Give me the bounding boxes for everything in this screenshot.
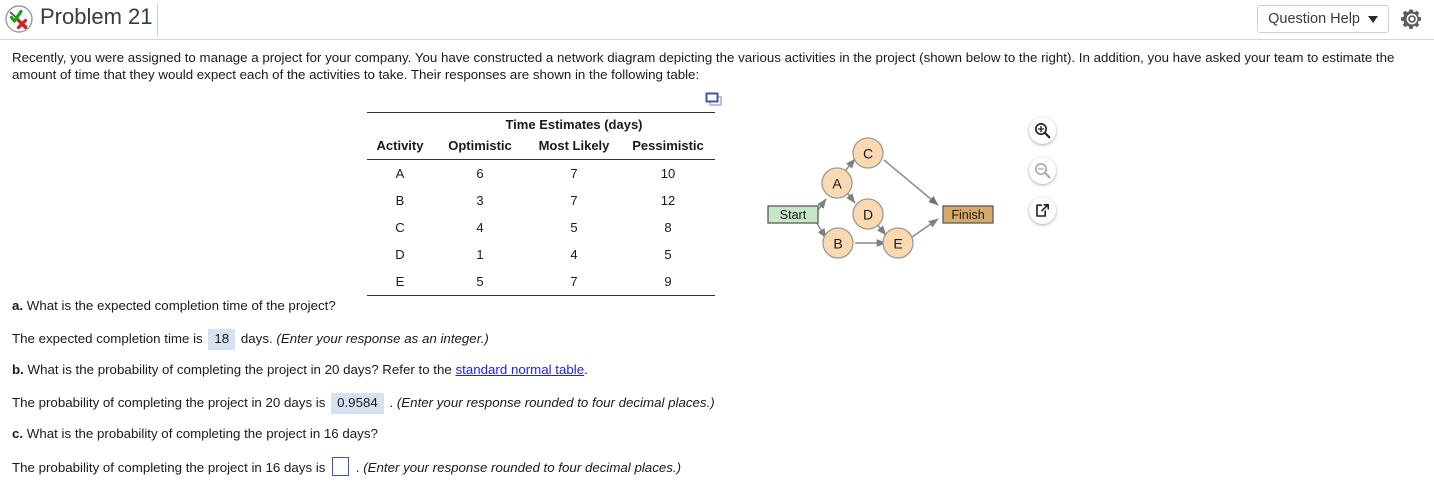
question-b-answer-suffix: . [389,395,394,410]
column-header-pessimistic: Pessimistic [621,137,715,160]
column-header-most-likely: Most Likely [527,137,621,160]
problem-header: Problem 21 Question Help [0,0,1434,40]
question-a-label: a. [12,298,24,313]
cell-activity: A [395,166,405,181]
edge-a-c [844,158,856,172]
cell-optimistic: 5 [433,268,527,296]
zoom-out-icon[interactable] [1029,157,1056,184]
question-help-button[interactable]: Question Help [1257,5,1389,33]
table-row: A 6 7 10 [367,160,715,188]
question-c-answer-suffix: . [355,460,360,475]
problem-statement: Recently, you were assigned to manage a … [12,50,1395,82]
table-group-header-row: Time Estimates (days) [367,112,715,137]
diagram-zoom-controls [1029,117,1057,237]
cell-optimistic: 3 [476,193,484,208]
cell-optimistic: 4 [476,220,484,235]
time-estimates-table: Time Estimates (days) Activity Optimisti… [367,112,715,296]
popout-icon[interactable] [1029,197,1056,224]
question-b-answer-line: The probability of completing the projec… [12,393,715,414]
standard-normal-table-link[interactable]: standard normal table [455,362,585,377]
table-group-header-spacer [367,112,433,137]
diagram-finish-label: Finish [951,208,984,222]
cell-activity: E [367,268,433,296]
diagram-node-c-label: C [863,146,873,162]
table-row: C 4 5 8 [367,214,715,241]
cell-pessimistic: 5 [664,247,672,262]
table-header-row: Activity Optimistic Most Likely Pessimis… [367,137,715,160]
question-c-text: What is the probability of completing th… [26,426,378,441]
question-a-answer-input[interactable]: 18 [208,329,236,350]
edge-e-finish [911,218,939,238]
question-help-label: Question Help [1268,11,1360,27]
diagram-node-b: B [822,227,854,259]
check-and-x-icon [4,4,34,34]
column-header-activity: Activity [367,137,433,160]
cell-activity: C [395,220,405,235]
diagram-node-d-label: D [863,207,873,223]
diagram-node-e-label: E [893,236,902,252]
edge-c-finish [883,159,939,206]
diagram-node-c: C [852,137,884,169]
column-header-optimistic: Optimistic [433,137,527,160]
cell-most-likely: 7 [570,193,578,208]
cell-activity: D [395,247,405,262]
table-row: D 1 4 5 [367,241,715,268]
question-c-prompt: c. What is the probability of completing… [12,425,378,443]
question-c-answer-line: The probability of completing the projec… [12,457,681,477]
table-row: E 5 7 9 [367,268,715,296]
header-divider [157,3,158,37]
question-b-text: What is the probability of completing th… [27,362,452,377]
cell-optimistic: 1 [476,247,484,262]
table-group-header: Time Estimates (days) [433,112,715,137]
cell-optimistic: 6 [476,166,484,181]
question-c-hint: (Enter your response rounded to four dec… [363,460,682,475]
question-a-answer-line: The expected completion time is 18 days.… [12,329,489,350]
question-c-answer-input[interactable] [332,457,350,476]
question-b-prompt: b. What is the probability of completing… [12,361,588,379]
diagram-node-e: E [882,227,914,259]
cell-pessimistic: 10 [660,166,676,181]
diagram-finish-node: Finish [942,205,994,224]
question-b-answer-prefix: The probability of completing the projec… [12,395,326,410]
diagram-start-label: Start [780,208,807,222]
diagram-start-node: Start [767,205,819,224]
diagram-node-a: A [821,167,853,199]
zoom-in-icon[interactable] [1029,117,1056,144]
network-diagram[interactable]: Start Finish C A D B E [758,133,1008,268]
cell-most-likely: 4 [570,247,578,262]
question-a-hint: (Enter your response as an integer.) [276,331,489,346]
question-b-hint: (Enter your response rounded to four dec… [396,395,715,410]
question-b-label: b. [12,362,24,377]
cell-activity: B [395,193,405,208]
chevron-down-icon [1368,15,1378,23]
question-b-answer-input[interactable]: 0.9584 [331,393,384,414]
cell-most-likely: 7 [527,268,621,296]
question-a-prompt: a. What is the expected completion time … [12,297,336,315]
table-row: B 3 7 12 [367,187,715,214]
cell-most-likely: 5 [570,220,578,235]
cell-most-likely: 7 [570,166,578,181]
page-title: Problem 21 [40,4,153,29]
cell-pessimistic: 9 [621,268,715,296]
question-a-answer-prefix: The expected completion time is [12,331,203,346]
cell-pessimistic: 12 [660,193,676,208]
question-b-text-post: . [584,362,588,377]
question-a-text: What is the expected completion time of … [26,298,336,313]
cell-pessimistic: 8 [664,220,672,235]
copy-icon[interactable] [705,92,723,107]
diagram-node-a-label: A [832,176,842,192]
question-a-answer-suffix: days. [240,331,273,346]
question-c-answer-prefix: The probability of completing the projec… [12,460,326,475]
diagram-node-d: D [852,198,884,230]
gear-icon[interactable] [1400,7,1424,31]
question-c-label: c. [12,426,24,441]
diagram-node-b-label: B [833,236,842,252]
